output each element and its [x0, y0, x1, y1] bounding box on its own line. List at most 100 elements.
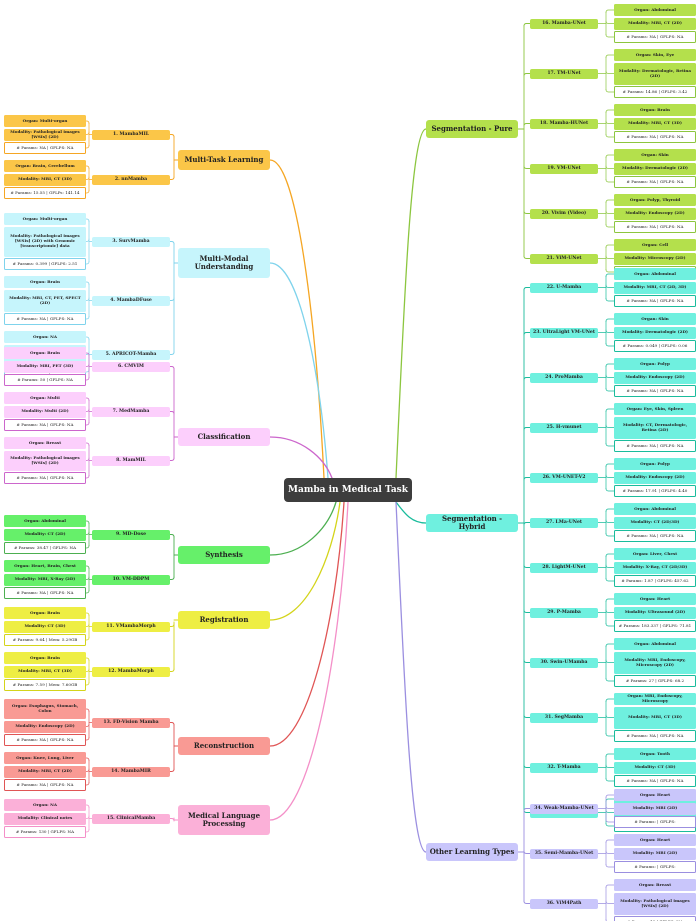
leaf-organ: Organ: Skin — [614, 149, 696, 161]
leaf-modality: Modality: MRI, CT (3D) — [4, 173, 86, 186]
root-link — [395, 501, 427, 853]
method-node: 2. nnMamba — [92, 174, 170, 185]
root-link — [269, 262, 329, 479]
root-link — [269, 501, 337, 556]
method-link-branch-2 — [523, 123, 531, 127]
leaf-organ: Organ: Skin — [614, 313, 696, 325]
leaf-params: # Params: NA | GFLPS: NA — [4, 734, 86, 746]
method-node: 35. Semi-Mamba-UNet — [530, 848, 598, 859]
leaf-link-branch-0 — [605, 553, 615, 557]
leaf-modality: Modality: Pathological images [WSIs] (2D… — [4, 128, 86, 141]
leaf-link-branch-0 — [85, 757, 90, 761]
leaf-params: # Params: NA | GFLPS: NA — [4, 779, 86, 791]
leaf-modality: Modality: MRI (2D) — [614, 847, 696, 860]
leaf-link-branch-0 — [605, 463, 615, 467]
leaf-link-branch-2 — [605, 343, 615, 347]
leaf-modality: Modality: Dermatologic (2D) — [614, 326, 696, 339]
leaf-params: # Params: | GFLPS: — [614, 816, 696, 828]
leaf-link-branch-0 — [605, 54, 615, 58]
category-node: Classification — [178, 428, 270, 446]
leaf-modality: Modality: MRI, X-Ray (2D) — [4, 573, 86, 586]
leaf-modality: Modality: Dermatologic (2D) — [614, 162, 696, 175]
leaf-modality: Modality: CT, Dermatologic, Retina (2D) — [614, 416, 696, 439]
root-link — [269, 501, 349, 821]
leaf-organ: Organ: Breast — [614, 879, 696, 891]
category-node: Segmentation - Pure — [426, 120, 518, 138]
leaf-modality: Modality: Dermatologic, Retina (2D) — [614, 62, 696, 85]
leaf-link-branch-1 — [85, 723, 90, 727]
method-link-branch-2 — [523, 900, 531, 904]
category-node: Other Learning Types — [426, 843, 518, 861]
method-link-branch-1 — [169, 576, 175, 580]
leaf-params: # Params: NA | GFLPS: NA — [4, 419, 86, 431]
leaf-link-branch-1 — [85, 297, 90, 301]
leaf-params: # Params: 38.47 | GFLPS: NA — [4, 542, 86, 554]
leaf-link-branch-2 — [605, 533, 615, 537]
leaf-link-branch-1 — [605, 424, 615, 428]
leaf-link-branch-2 — [605, 388, 615, 392]
leaf-organ: Organ: Polyp, Thyroid — [614, 194, 696, 206]
leaf-organ: Organ: Skin, Eye — [614, 49, 696, 61]
leaf-link-branch-2 — [605, 678, 615, 682]
method-node: 3. SurvMamba — [92, 236, 170, 247]
leaf-link-branch-2 — [85, 261, 90, 265]
leaf-modality: Modality: MRI, CT (2D, 3D) — [614, 281, 696, 294]
method-link-branch-1 — [169, 668, 175, 672]
leaf-params: # Params: 0.049 | GFLPS: 0.06 — [614, 340, 696, 352]
root-node: Mamba in Medical Task — [284, 478, 412, 502]
leaf-link-branch-0 — [605, 244, 615, 248]
method-node: 4. MambaDFuse — [92, 295, 170, 306]
method-node: 18. Mamba-HUNet — [530, 118, 598, 129]
leaf-link-branch-2 — [85, 145, 90, 149]
leaf-modality: Modality: Microscopy (2D) — [614, 252, 696, 265]
leaf-link-branch-2 — [85, 637, 90, 641]
leaf-params: # Params: NA | GFLPS: NA — [614, 385, 696, 397]
leaf-params: # Params: 15.55 | GFLPs: 141.14 — [4, 187, 86, 199]
method-link-branch-4 — [523, 477, 531, 481]
leaf-link-branch-0 — [605, 363, 615, 367]
leaf-link-branch-2 — [605, 179, 615, 183]
leaf-params: # Params: 1.87 | GFLPS: 457.62 — [614, 575, 696, 587]
leaf-link-branch-1 — [605, 329, 615, 333]
method-node: 28. LightM-UNet — [530, 562, 598, 573]
root-link — [269, 159, 325, 479]
leaf-modality: Modality: X-Ray, CT (2D/3D) — [614, 561, 696, 574]
method-node: 13. FD-Vision Mamba — [92, 717, 170, 728]
leaf-link-branch-1 — [85, 768, 90, 772]
leaf-link-branch-1 — [605, 659, 615, 663]
leaf-link-branch-0 — [85, 218, 90, 222]
leaf-link-branch-1 — [85, 238, 90, 242]
leaf-modality: Modality: Endoscopy (2D) — [614, 371, 696, 384]
leaf-link-branch-0 — [605, 109, 615, 113]
method-link-branch-0 — [169, 722, 175, 726]
leaf-params: # Params: 130 | GFLPS: NA — [4, 826, 86, 838]
leaf-link-branch-0 — [85, 565, 90, 569]
leaf-organ: Organ: MRI, Endoscopy, Microscopy — [614, 693, 696, 705]
leaf-link-branch-1 — [605, 20, 615, 24]
leaf-link-branch-1 — [605, 70, 615, 74]
leaf-organ: Organ: Abdominal — [614, 268, 696, 280]
method-node: 5. APRICOT-Mamba — [92, 349, 170, 360]
leaf-organ: Organ: Knee, Lung, Liver — [4, 752, 86, 764]
leaf-link-branch-0 — [605, 199, 615, 203]
leaf-link-branch-1 — [605, 714, 615, 718]
leaf-modality: Modality: Ultrasound (2D) — [614, 606, 696, 619]
method-link-branch-4 — [523, 210, 531, 214]
leaf-modality: Modality: MRI, CT (2D) — [614, 17, 696, 30]
leaf-organ: Organ: Heart — [614, 789, 696, 801]
leaf-link-branch-1 — [605, 255, 615, 259]
leaf-organ: Organ: Multi-organ — [4, 115, 86, 127]
leaf-modality: Modality: CT (2D) — [4, 528, 86, 541]
leaf-params: # Params: NA | GFLPS: NA — [614, 221, 696, 233]
leaf-organ: Organ: NA — [4, 799, 86, 811]
leaf-link-branch-1 — [605, 609, 615, 613]
leaf-link-branch-1 — [85, 176, 90, 180]
leaf-modality: Modality: MRI, PET (3D) — [4, 360, 86, 373]
leaf-link-branch-1 — [85, 351, 90, 355]
leaf-link-branch-0 — [85, 352, 90, 356]
leaf-modality: Modality: Pathological images [WSIs] (2D… — [4, 450, 86, 471]
method-node: 6. CMVIM — [92, 361, 170, 372]
leaf-link-branch-0 — [85, 336, 90, 340]
method-node: 34. Weak-Mamba-UNet — [530, 803, 598, 814]
